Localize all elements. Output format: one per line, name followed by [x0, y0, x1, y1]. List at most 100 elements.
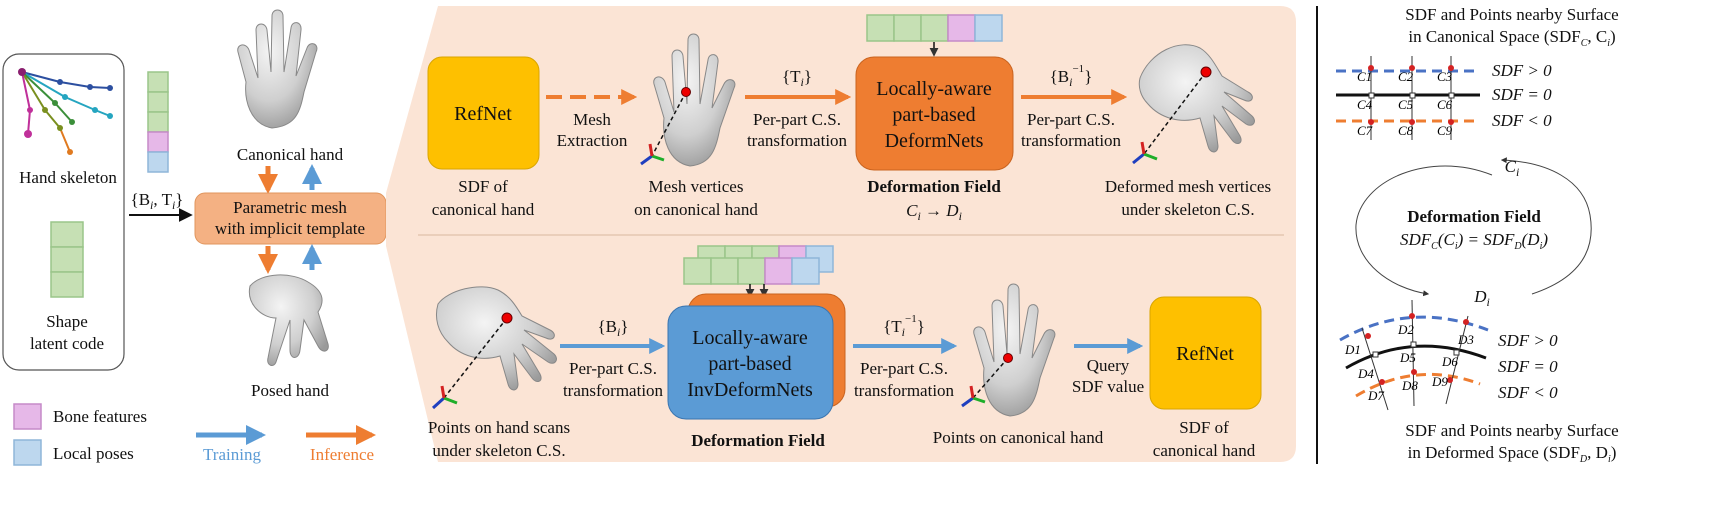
per-part-top-2: transformation [747, 131, 848, 150]
query-sdf-label-1: Query [1087, 356, 1130, 375]
ti-label: {Ti} [782, 67, 812, 89]
d9-label: D9 [1431, 374, 1448, 389]
sdf-zero-label-top: SDF = 0 [1492, 85, 1552, 104]
per-part-bottom-3: Per-part C.S. [860, 359, 948, 378]
posed-hand-label: Posed hand [251, 381, 329, 400]
hand-skeleton-icon [18, 68, 113, 155]
ci-node-label: Ci [1505, 157, 1520, 179]
canonical-space-title-1: SDF and Points nearby Surface [1405, 5, 1618, 24]
refnet-box-top [427, 56, 540, 170]
per-part-top-1: Per-part C.S. [753, 110, 841, 129]
shape-latent-code-icon [50, 221, 84, 298]
sdf-equation: SDFC(Ci) = SDFD(Di) [1400, 230, 1548, 252]
c4-label: C4 [1357, 97, 1373, 112]
d2-label: D2 [1397, 322, 1414, 337]
deformed-space-title-1: SDF and Points nearby Surface [1405, 421, 1618, 440]
bone-features-swatch [13, 403, 42, 430]
refnet-caption-bottom-1: SDF of [1179, 418, 1229, 437]
sdf-zero-label-bottom: SDF = 0 [1498, 357, 1558, 376]
invdeformnets-box [667, 305, 834, 420]
input-box [2, 53, 125, 371]
canonical-space-title-2: in Canonical Space (SDFC, Ci) [1408, 27, 1615, 49]
tinv-label: {Ti−1} [883, 313, 925, 339]
ci-to-di-label: Ci → Di [906, 201, 962, 223]
invdeformnet-feature-strip-icon [683, 245, 834, 285]
deformation-field-right: Deformation Field [1407, 207, 1541, 226]
mesh-extraction-label-2: Extraction [557, 131, 628, 150]
points-scan-label-2: under skeleton C.S. [432, 441, 565, 460]
refnet-caption-top-1: SDF of [458, 177, 508, 196]
c8-label: C8 [1398, 123, 1414, 138]
deformed-hand-image [1132, 44, 1255, 165]
local-poses-swatch [13, 439, 42, 466]
binv-label: {Bi−1} [1050, 63, 1093, 89]
deformation-field-top: Deformation Field [867, 177, 1001, 196]
d5-label: D5 [1399, 350, 1416, 365]
mesh-vertices-hand-image [640, 33, 736, 167]
mesh-vertices-label-1: Mesh vertices [649, 177, 744, 196]
shape-latent-code-label-1: Shape [46, 312, 88, 331]
c6-label: C6 [1437, 97, 1453, 112]
deformnets-line3: DeformNets [885, 130, 984, 152]
per-part-top-4: transformation [1021, 131, 1122, 150]
d7-label: D7 [1367, 388, 1384, 403]
refnet-box-bottom [1149, 296, 1262, 410]
latent-stack-icon [147, 71, 169, 173]
invdeformnets-line1: Locally-aware [692, 327, 808, 349]
scan-hand-image [431, 286, 557, 410]
refnet-label-bottom: RefNet [1176, 343, 1234, 365]
per-part-top-3: Per-part C.S. [1027, 110, 1115, 129]
points-scan-label-1: Points on hand scans [428, 418, 570, 437]
refnet-caption-bottom-2: canonical hand [1153, 441, 1256, 460]
per-part-bottom-2: transformation [563, 381, 664, 400]
di-node-label: Di [1473, 287, 1490, 309]
sdf-neg-label-bottom: SDF < 0 [1498, 383, 1558, 402]
parametric-mesh-line2: with implicit template [215, 219, 365, 238]
deformnets-line1: Locally-aware [876, 78, 992, 100]
inference-label: Inference [310, 445, 374, 464]
bone-features-label: Bone features [53, 407, 147, 426]
points-canonical-label: Points on canonical hand [933, 428, 1104, 447]
deformed-space-title-2: in Deformed Space (SDFD, Di) [1408, 443, 1617, 465]
canonical-hand-image [237, 9, 318, 129]
per-part-bottom-4: transformation [854, 381, 955, 400]
canonical-hand-label: Canonical hand [237, 145, 344, 164]
canonical-sdf-grid [1336, 56, 1480, 140]
invdeformnets-line2: part-based [708, 353, 791, 375]
c2-label: C2 [1398, 69, 1414, 84]
d6-label: D6 [1441, 354, 1458, 369]
per-part-bottom-1: Per-part C.S. [569, 359, 657, 378]
refnet-label-top: RefNet [454, 103, 512, 125]
shape-latent-code-label-2: latent code [30, 334, 104, 353]
cycle-arrow-left [1355, 165, 1493, 297]
training-label: Training [203, 445, 261, 464]
parametric-mesh-line1: Parametric mesh [233, 198, 347, 217]
refnet-caption-top-2: canonical hand [432, 200, 535, 219]
cycle-arrow-right [1500, 157, 1592, 295]
deformation-field-bottom: Deformation Field [691, 431, 825, 450]
d3-label: D3 [1457, 332, 1474, 347]
hand-skeleton-label: Hand skeleton [19, 168, 117, 187]
sdf-pos-label-top: SDF > 0 [1492, 61, 1552, 80]
invdeformnets-line3: InvDeformNets [687, 379, 813, 401]
sdf-pos-label-bottom: SDF > 0 [1498, 331, 1558, 350]
input-params-label: {Bi, Ti} [131, 190, 184, 212]
d1-label: D1 [1344, 342, 1361, 357]
deformed-sdf-curves [1339, 299, 1489, 411]
points-canonical-hand-image [961, 283, 1056, 417]
sdf-neg-label-top: SDF < 0 [1492, 111, 1552, 130]
deformed-mesh-label-2: under skeleton C.S. [1121, 200, 1254, 219]
mesh-extraction-label-1: Mesh [573, 110, 611, 129]
c3-label: C3 [1437, 69, 1453, 84]
bi-label: {Bi} [597, 317, 628, 339]
d8-label: D8 [1401, 378, 1418, 393]
posed-hand-image [248, 274, 329, 366]
c9-label: C9 [1437, 123, 1453, 138]
d4-label: D4 [1357, 366, 1374, 381]
mesh-vertices-label-2: on canonical hand [634, 200, 758, 219]
deformnets-box [855, 56, 1014, 171]
c1-label: C1 [1357, 69, 1372, 84]
local-poses-label: Local poses [53, 444, 134, 463]
c5-label: C5 [1398, 97, 1414, 112]
